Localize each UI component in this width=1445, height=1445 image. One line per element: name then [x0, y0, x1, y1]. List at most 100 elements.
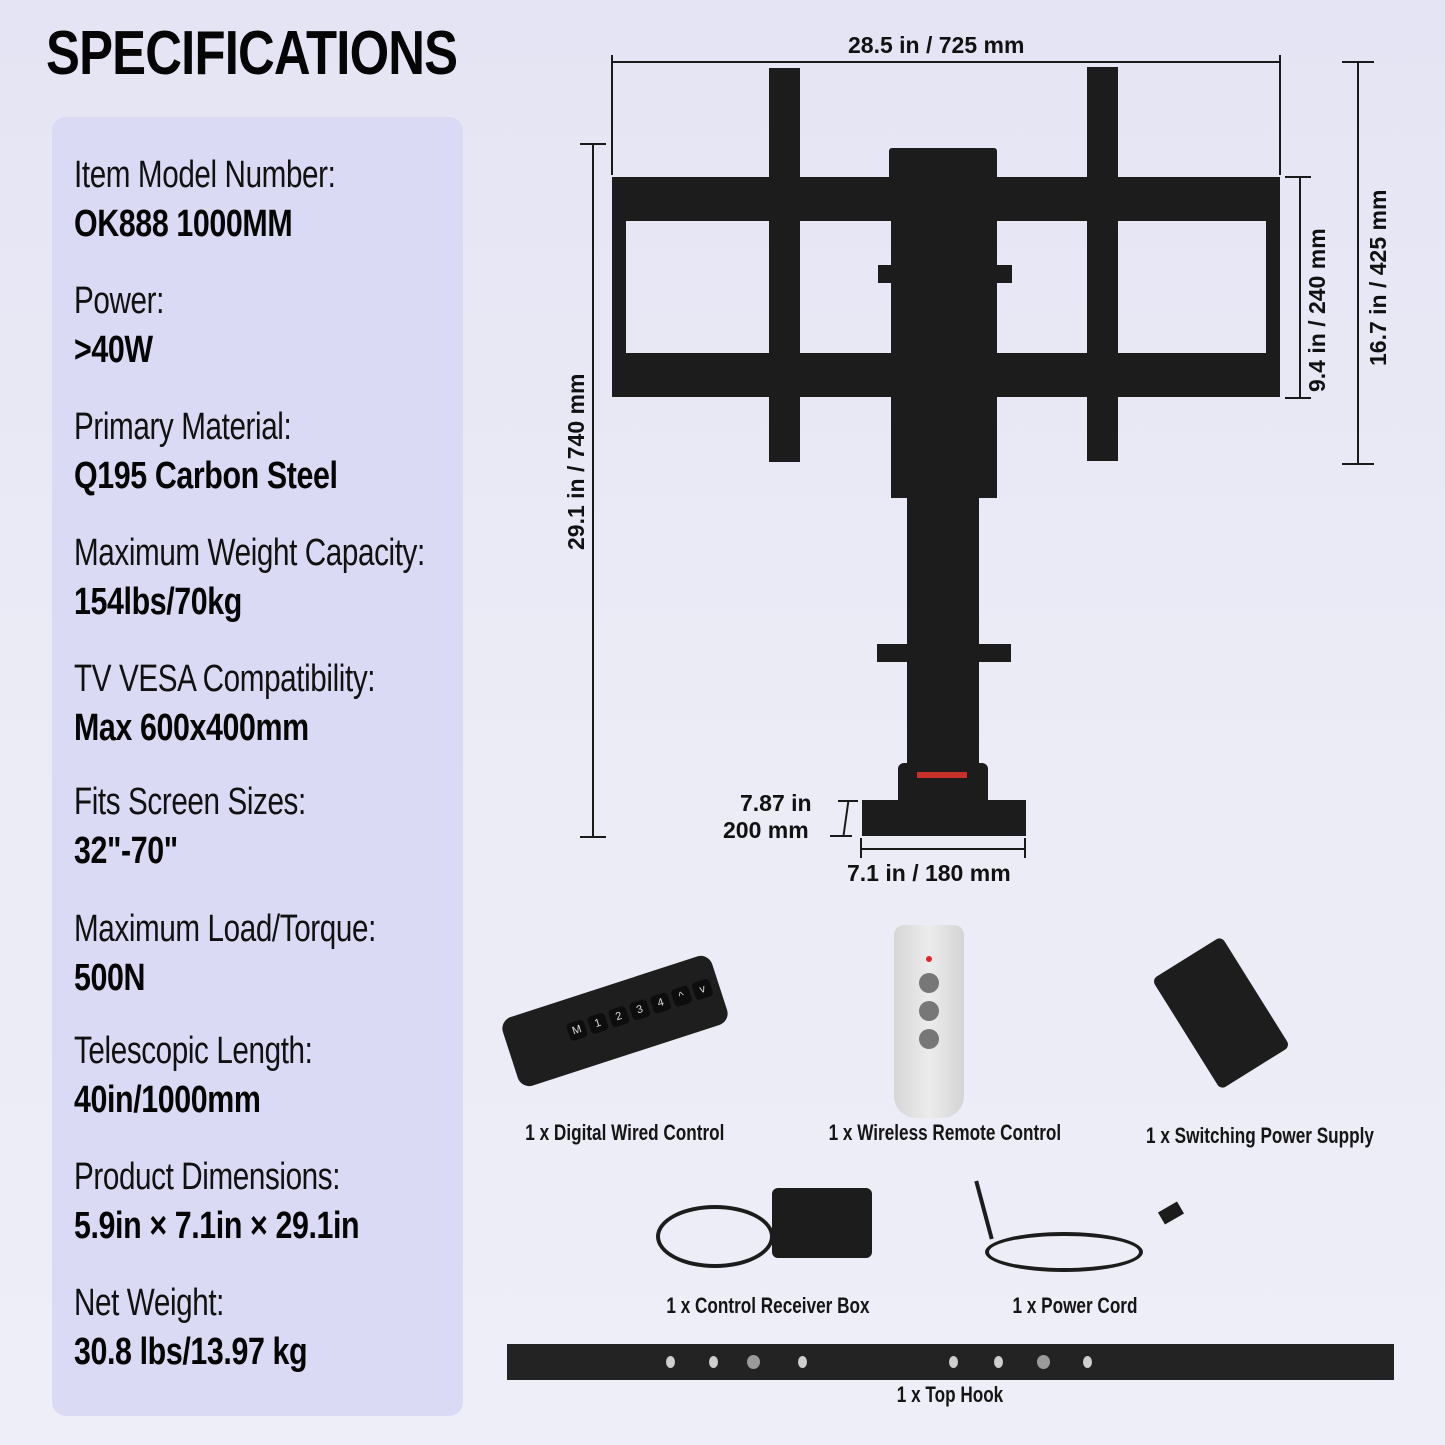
- button-1: 1: [586, 1012, 610, 1035]
- down-button-icon: [919, 1029, 939, 1049]
- dim-tick: [580, 836, 606, 838]
- dim-bracket-height: 16.7 in / 425 mm: [1365, 189, 1391, 366]
- accessory-label: 1 x Power Cord: [1012, 1293, 1138, 1318]
- spec-load-torque: Maximum Load/Torque: 500N: [74, 907, 461, 1000]
- spec-label: Product Dimensions:: [74, 1156, 341, 1198]
- accessory-label: 1 x Top Hook: [896, 1382, 1004, 1407]
- spec-value: Q195 Carbon Steel: [74, 455, 338, 497]
- spec-value: 40in/1000mm: [74, 1079, 261, 1121]
- dim-tick: [830, 835, 852, 837]
- dim-tick: [1279, 55, 1281, 175]
- button-up: ^: [670, 984, 693, 1008]
- spec-label: Maximum Weight Capacity:: [74, 532, 425, 574]
- warning-label: [917, 772, 967, 778]
- hole-icon: [994, 1356, 1003, 1368]
- spec-label: Item Model Number:: [74, 154, 336, 196]
- page-title: SPECIFICATIONS: [46, 19, 458, 88]
- column-tabs: [877, 644, 1011, 662]
- dim-line-width: [611, 61, 1281, 63]
- hole-icon: [666, 1356, 675, 1368]
- column-upper: [891, 183, 997, 498]
- dim-width-top: 28.5 in / 725 mm: [848, 32, 1025, 58]
- spec-telescopic-length: Telescopic Length: 40in/1000mm: [74, 1029, 380, 1122]
- spec-net-weight: Net Weight: 30.8 lbs/13.97 kg: [74, 1281, 365, 1374]
- spec-label: TV VESA Compatibility:: [74, 658, 376, 700]
- spec-panel: Item Model Number: OK888 1000MM Power: >…: [52, 117, 463, 1416]
- spec-value: 30.8 lbs/13.97 kg: [74, 1331, 308, 1373]
- spec-value: 154lbs/70kg: [74, 581, 242, 623]
- accessory-label: 1 x Switching Power Supply: [1146, 1123, 1374, 1148]
- button-m: M: [565, 1018, 589, 1042]
- dim-height-total: 29.1 in / 740 mm: [563, 373, 589, 550]
- plate-tabs: [878, 265, 1012, 283]
- dim-tick: [860, 838, 862, 858]
- receiver-cable-image: [656, 1205, 774, 1268]
- dim-tick: [580, 143, 606, 145]
- power-cord-lead: [974, 1180, 994, 1240]
- spec-value: OK888 1000MM: [74, 203, 293, 245]
- dim-tick: [1285, 397, 1311, 399]
- hole-icon: [1083, 1356, 1092, 1368]
- power-cord-image: [985, 1232, 1143, 1272]
- dim-frame-height: 9.4 in / 240 mm: [1304, 228, 1330, 392]
- vesa-arm-right: [1087, 67, 1118, 461]
- dim-tick: [1342, 61, 1374, 63]
- spec-value: 32"-70": [74, 830, 178, 872]
- accessory-label: 1 x Digital Wired Control: [525, 1120, 725, 1145]
- plug-icon: [1157, 1201, 1185, 1225]
- power-supply-image: [1151, 936, 1291, 1090]
- hole-icon: [798, 1356, 807, 1368]
- dim-line-base-depth: [842, 800, 850, 836]
- spec-label: Primary Material:: [74, 406, 292, 448]
- dim-line-base-width: [860, 848, 1026, 850]
- stop-button-icon: [919, 1001, 939, 1021]
- dim-line-frame-height: [1299, 176, 1301, 398]
- spec-weight-capacity: Maximum Weight Capacity: 154lbs/70kg: [74, 531, 524, 624]
- hole-icon: [949, 1356, 958, 1368]
- dim-base-depth-in: 7.87 in: [740, 790, 812, 816]
- spec-label: Telescopic Length:: [74, 1030, 313, 1072]
- vesa-arm-left: [769, 68, 800, 462]
- frame-side-right: [1266, 177, 1280, 383]
- dim-line-height-total: [592, 143, 594, 837]
- spec-power: Power: >40W: [74, 279, 189, 372]
- spec-dimensions: Product Dimensions: 5.9in × 7.1in × 29.1…: [74, 1155, 431, 1248]
- wired-control-image: M 1 2 3 4 ^ v: [499, 952, 731, 1090]
- spec-value: Max 600x400mm: [74, 707, 309, 749]
- spec-label: Power:: [74, 280, 164, 322]
- dim-tick: [1024, 838, 1026, 858]
- spec-vesa: TV VESA Compatibility: Max 600x400mm: [74, 657, 460, 750]
- dim-base-depth-mm: 200 mm: [723, 817, 809, 843]
- button-2: 2: [607, 1005, 631, 1028]
- spec-label: Maximum Load/Torque:: [74, 908, 376, 950]
- frame-side-left: [612, 177, 626, 383]
- spec-label: Net Weight:: [74, 1282, 225, 1324]
- dim-tick: [611, 55, 613, 175]
- top-hook-image: [507, 1344, 1394, 1380]
- screw-icon: [1037, 1355, 1050, 1369]
- dim-line-bracket-height: [1357, 61, 1359, 465]
- wireless-remote-image: [894, 925, 964, 1118]
- accessory-label: 1 x Wireless Remote Control: [828, 1120, 1062, 1145]
- screw-icon: [747, 1355, 760, 1369]
- wired-control-buttons: M 1 2 3 4 ^ v: [565, 978, 714, 1042]
- button-down: v: [691, 978, 714, 1001]
- hole-icon: [709, 1356, 718, 1368]
- accessory-label: 1 x Control Receiver Box: [666, 1293, 870, 1318]
- spec-label: Fits Screen Sizes:: [74, 781, 306, 823]
- base-plate: [862, 800, 1026, 836]
- spec-screen-sizes: Fits Screen Sizes: 32"-70": [74, 780, 371, 873]
- spec-value: 5.9in × 7.1in × 29.1in: [74, 1205, 360, 1247]
- spec-value: >40W: [74, 329, 153, 371]
- receiver-box-image: [772, 1188, 872, 1258]
- up-button-icon: [919, 973, 939, 993]
- dim-tick: [1342, 463, 1374, 465]
- dim-base-width: 7.1 in / 180 mm: [847, 860, 1011, 886]
- spec-model: Item Model Number: OK888 1000MM: [74, 153, 409, 246]
- led-icon: [926, 956, 932, 962]
- button-3: 3: [628, 998, 652, 1022]
- button-4: 4: [649, 991, 673, 1015]
- dim-tick: [1285, 176, 1311, 178]
- spec-material: Primary Material: Q195 Carbon Steel: [74, 405, 403, 498]
- dim-tick: [838, 800, 858, 802]
